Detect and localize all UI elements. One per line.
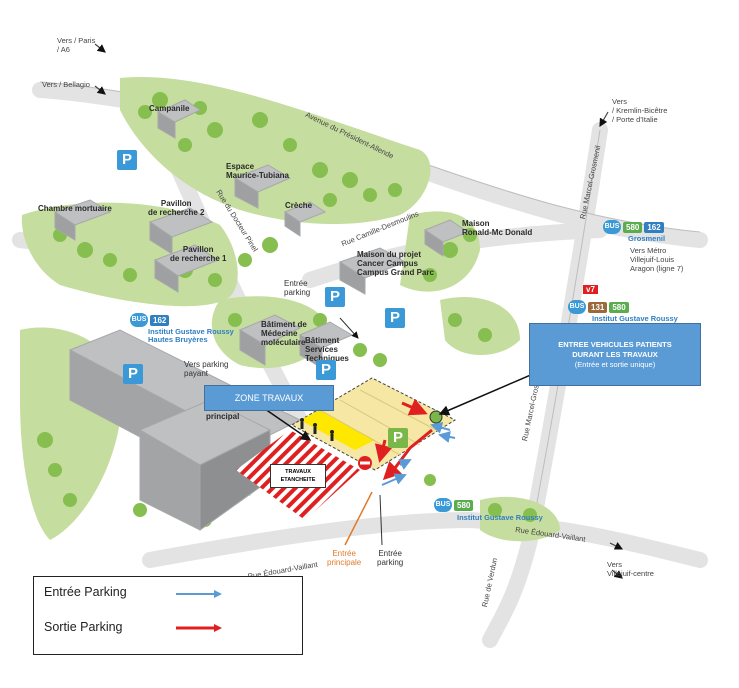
label-tubiana: Espace Maurice-Tubiana (226, 162, 289, 180)
bus-icon: BUS (434, 498, 452, 512)
label-vers-parking: Vers parking payant (184, 360, 229, 378)
direction-arrows (94, 43, 624, 579)
bus-stop-name: Institut Gustave Roussy (592, 315, 678, 323)
label-v7: v7 (583, 285, 598, 294)
entree-vehicules-callout: ENTREE VEHICULES PATIENTS DURANT LES TRA… (529, 323, 701, 386)
label-entree-parking-top: Entrée parking (284, 279, 311, 297)
pedestrian-icons (300, 418, 334, 441)
label-pavillon-1: Pavillon de recherche 1 (170, 245, 227, 263)
bus-stop-igr-bottom: BUS 580 (434, 498, 474, 512)
label-entree-principale: Entrée principale (327, 549, 362, 567)
label-creche: Crèche (285, 201, 313, 210)
parking-icon: P (117, 150, 137, 170)
bus-stop-label: Institut Gustave Roussy (592, 314, 678, 323)
legend-sortie-arrow (176, 624, 222, 632)
zone-pointer (264, 408, 312, 441)
bus-icon: BUS (130, 313, 148, 327)
bus-stop-name: Grosmenil (628, 235, 665, 243)
buildings (53, 99, 470, 531)
dir-metro: Vers Métro Villejuif-Louis Aragon (ligne… (630, 246, 684, 273)
label-campanile: Campanile (149, 104, 190, 113)
bus-stop-label: Institut Gustave Roussy (457, 513, 543, 522)
bus-line: 580 (623, 221, 643, 233)
entry-arrows (381, 421, 456, 486)
principale-pointer (344, 491, 373, 546)
dir-villejuif-centre: Vers Villejuif-centre (607, 560, 654, 578)
exit-arrows (374, 398, 433, 481)
bus-stop-name: Institut Gustave Roussy (457, 514, 543, 522)
label-mortuaire: Chambre mortuaire (38, 204, 112, 213)
entree-callout-subtitle: (Entrée et sortie unique) (574, 359, 656, 369)
entree-callout-title: ENTREE VEHICULES PATIENTS DURANT LES TRA… (558, 339, 672, 359)
parking-pointer (379, 494, 383, 546)
bus-line: 580 (454, 499, 474, 511)
label-maison-projet: Maison du projet Cancer Campus Campus Gr… (357, 250, 434, 277)
dir-bellagio: Vers / Bellagio (42, 80, 90, 89)
bus-line: 580 (609, 301, 629, 313)
dir-kremlin: Vers / Kremlin-Bicêtre / Porte d'Italie (612, 97, 668, 124)
bus-icon: BUS (603, 220, 621, 234)
bus-stop-label: Institut Gustave Roussy Hautes Bruyères (148, 327, 234, 344)
legend-entree-label: Entrée Parking (44, 585, 127, 599)
entry-point-icon (429, 410, 443, 424)
label-services: Bâtiment Services Techniques (305, 336, 349, 363)
parking-icon-works: P (388, 428, 408, 448)
parking-icon: P (385, 308, 405, 328)
bus-stop-igr-right: BUS 131 580 (568, 300, 629, 314)
bus-line: 162 (644, 221, 664, 233)
travaux-etancheite-label: TRAVAUX ETANCHEITE (270, 464, 326, 488)
label-entree-parking-bottom: Entrée parking (377, 549, 404, 567)
zone-travaux-callout: ZONE TRAVAUX (204, 385, 334, 411)
bus-icon: BUS (568, 300, 586, 314)
legend-sortie-label: Sortie Parking (44, 620, 123, 634)
bus-line: 131 (588, 301, 608, 313)
legend: Entrée Parking Sortie Parking (33, 576, 303, 655)
parking-icon: P (123, 364, 143, 384)
top-parking-pointer (339, 317, 359, 339)
parking-icon: P (325, 287, 345, 307)
label-medecine: Bâtiment de Médecine moléculaire (261, 320, 307, 347)
bus-line: 162 (150, 314, 170, 326)
parking-icon: P (316, 360, 336, 380)
bus-stop-hautes-bruyeres: BUS 162 (130, 313, 170, 327)
dir-paris: Vers / Paris / A6 (57, 36, 96, 54)
bus-stop-label: Grosmenil (628, 234, 666, 243)
legend-entree-arrow (176, 590, 222, 598)
label-ronald: Maison Ronald-Mc Donald (462, 219, 533, 237)
bus-stop-name: Institut Gustave Roussy Hautes Bruyères (148, 328, 234, 344)
label-pavillon-2: Pavillon de recherche 2 (148, 199, 205, 217)
bus-stop-grosmenil: BUS 580 162 (603, 220, 664, 234)
